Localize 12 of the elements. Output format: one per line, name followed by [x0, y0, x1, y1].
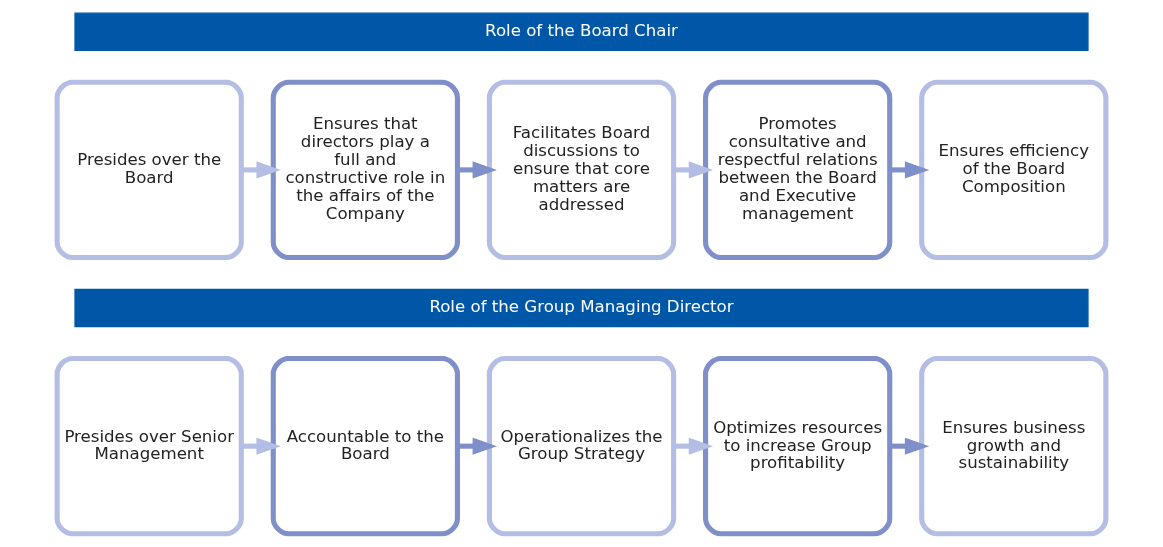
node-box: Presides over the Board [54, 79, 244, 261]
node-box: Role of the Board Chair [74, 12, 1089, 51]
node-box: Ensures business growth and sustainability [919, 356, 1109, 537]
node-box: Facilitates Board discussions to ensure that core matters are addressed [486, 79, 677, 261]
node-box: Presides over Senior Management [54, 356, 244, 537]
node-box: Optimizes resources to increase Group profitability [703, 356, 893, 537]
node-box: Role of the Group Managing Director [74, 288, 1089, 328]
node-box: Promotes consultative and respectful relations between the Board and Executive management [703, 79, 893, 261]
node-box: Ensures efficiency of the Board Composition [919, 79, 1109, 261]
node-box: Operationalizes the Group Strategy [486, 356, 677, 537]
node-box: Ensures that directors play a full and constructive role in the affairs of the Company [270, 79, 460, 261]
node-box: Accountable to the Board [270, 356, 460, 537]
